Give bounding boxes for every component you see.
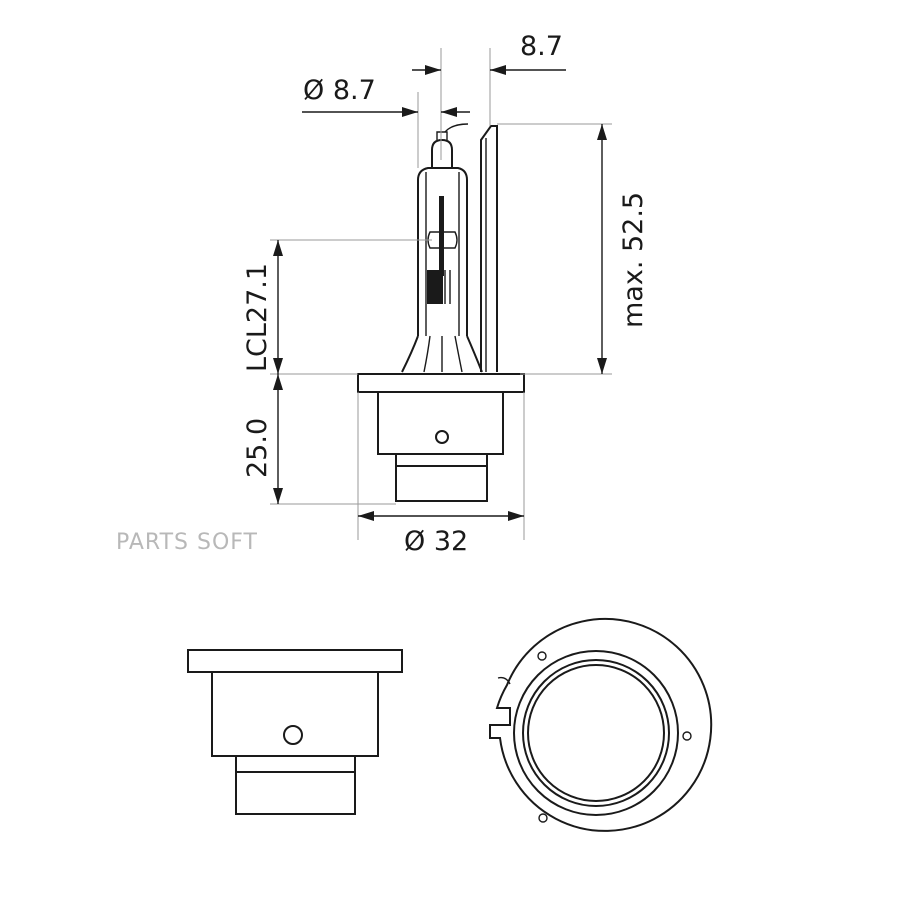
return-wire	[480, 125, 498, 372]
glass-tube	[417, 167, 468, 336]
mount-hole	[682, 731, 692, 741]
dim-top-left: Ø 8.7	[303, 75, 376, 106]
mount-hole	[538, 813, 548, 823]
dimension-lines	[270, 48, 612, 540]
key-pin	[435, 430, 449, 444]
bulb-side-view	[357, 123, 525, 502]
dim-height-max: max. 52.5	[618, 192, 649, 328]
base-body	[377, 391, 504, 455]
dim-base-height: 25.0	[242, 418, 273, 478]
base-flange	[357, 373, 525, 393]
watermark-text: PARTS SOFT	[116, 530, 258, 555]
base-key-pin	[283, 725, 303, 745]
base-side-view	[187, 649, 403, 815]
mount-hole	[537, 651, 547, 661]
dim-base-diameter: Ø 32	[404, 526, 468, 557]
arc-capsule	[427, 231, 458, 249]
base-bottom	[395, 453, 488, 502]
dim-lcl: LCL27.1	[242, 263, 273, 372]
inner-ring	[522, 659, 670, 807]
electrode	[439, 196, 444, 276]
shield-band	[427, 270, 443, 304]
dim-top-right: 8.7	[520, 31, 563, 62]
base-bottom-view	[489, 617, 713, 832]
